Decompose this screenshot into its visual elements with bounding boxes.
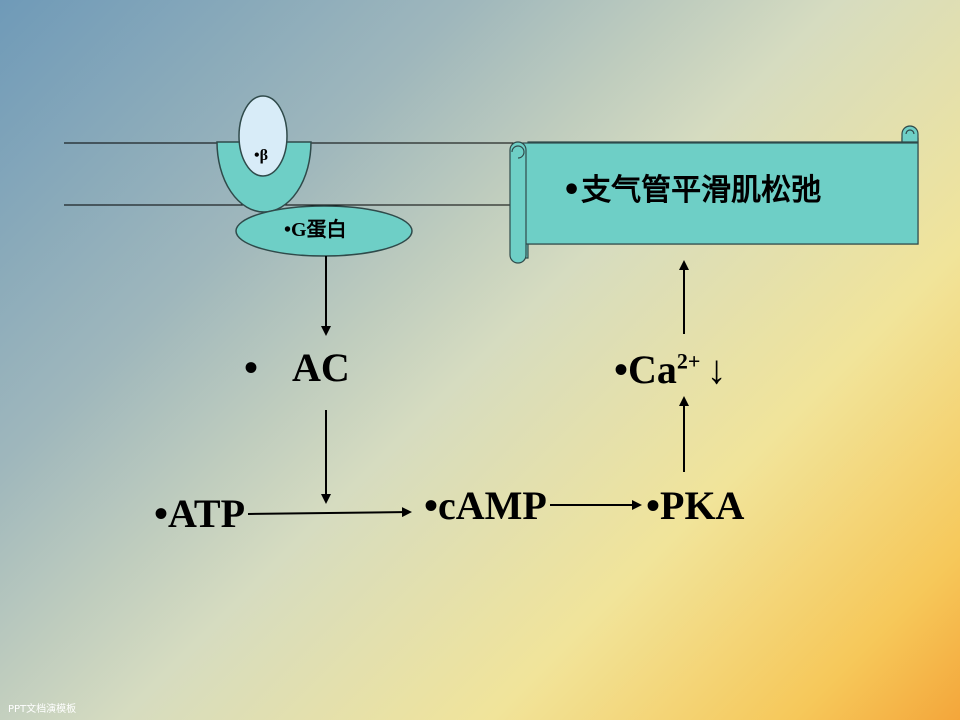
g-protein-label: •G蛋白 <box>284 219 347 241</box>
ac-node: • AC <box>244 348 350 388</box>
calcium-label: •Ca <box>614 347 677 392</box>
arrow-atp-to-camp <box>247 507 412 518</box>
pka-label: •PKA <box>646 483 745 528</box>
result-scroll <box>509 125 919 264</box>
ac-bullet: • <box>244 345 259 390</box>
beta-receptor-label: •β <box>254 147 269 164</box>
calcium-charge: 2+ <box>676 348 701 374</box>
relaxation-label: •支气管平滑肌松弛 <box>562 173 822 208</box>
g-protein-ellipse <box>235 205 413 257</box>
calcium-node: •Ca2+↓ <box>614 350 726 390</box>
footer-watermark: PPT文档演模板 <box>8 704 77 715</box>
ac-label: AC <box>292 345 350 390</box>
decrease-arrow: ↓ <box>706 347 727 392</box>
camp-label: •cAMP <box>424 483 547 528</box>
atp-label: •ATP <box>154 491 246 536</box>
beta-receptor <box>238 95 288 177</box>
